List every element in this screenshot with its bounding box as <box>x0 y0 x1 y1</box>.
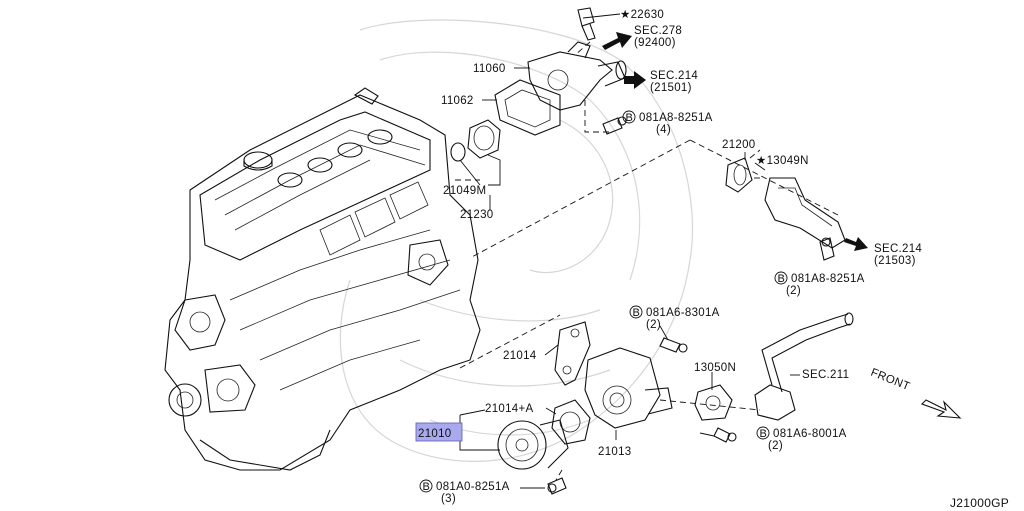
bolt-b4-qty: (2) <box>768 440 783 452</box>
sec278-name[interactable]: SEC.278 <box>634 25 682 37</box>
label-11062[interactable]: 11062 <box>441 95 474 107</box>
label-21230[interactable]: 21230 <box>460 209 493 221</box>
bolt-b5-code[interactable]: 081A0-8251A <box>436 481 510 493</box>
front-arrow-icon <box>921 399 962 419</box>
bolt-b2-symbol: B <box>778 273 786 285</box>
bolt-symbol-b1 <box>622 110 636 124</box>
highlight-21010[interactable] <box>415 422 463 442</box>
label-13049n[interactable]: ★13049N <box>756 155 809 167</box>
bolt-b1-symbol: B <box>626 112 634 124</box>
sec214a-sub: (21501) <box>650 82 692 94</box>
bolt-callouts: B 081A8-8251A (4) B 081A8-8251A (2) B 08… <box>419 110 865 505</box>
water-pump-assembly <box>459 139 854 495</box>
bolt-b3-code[interactable]: 081A6-8301A <box>646 307 720 319</box>
arrow-sec214a <box>624 71 646 89</box>
bolt-b4-symbol: B <box>760 428 768 440</box>
engine-block <box>164 87 481 471</box>
label-22630[interactable]: ★22630 <box>620 9 664 21</box>
section-arrows <box>602 32 962 419</box>
arrow-sec214b <box>844 237 868 251</box>
bolt-b1-code[interactable]: 081A8-8251A <box>639 112 713 124</box>
bolt-b4-code[interactable]: 081A6-8001A <box>773 428 847 440</box>
label-11060[interactable]: 11060 <box>473 63 506 75</box>
bolt-b1-qty: (4) <box>656 124 671 136</box>
sec214b-sub: (21503) <box>874 255 916 267</box>
bolt-symbol-b3 <box>629 305 643 319</box>
bolt-b5-qty: (3) <box>441 493 456 505</box>
sec211-name[interactable]: SEC.211 <box>802 369 849 381</box>
thermostat-housing-upper <box>450 7 691 259</box>
bolt-b2-qty: (2) <box>786 285 801 297</box>
label-21200[interactable]: 21200 <box>722 139 755 151</box>
label-21014a[interactable]: 21014+A <box>485 403 533 415</box>
bolt-symbol-b5 <box>419 479 433 493</box>
diagram-code: J21000GP <box>950 496 1009 510</box>
sec214b-name[interactable]: SEC.214 <box>874 243 922 255</box>
bolt-symbol-b4 <box>756 426 770 440</box>
label-21049m[interactable]: 21049M <box>443 185 486 197</box>
bolt-b3-symbol: B <box>633 307 641 319</box>
sec214a-name[interactable]: SEC.214 <box>650 70 698 82</box>
label-13050n[interactable]: 13050N <box>694 362 736 374</box>
arrow-sec278 <box>602 32 632 50</box>
section-labels: SEC.278 (92400) SEC.214 (21501) SEC.214 … <box>634 25 922 381</box>
label-21014[interactable]: 21014 <box>503 350 537 362</box>
bolt-b2-code[interactable]: 081A8-8251A <box>791 273 865 285</box>
label-21010[interactable]: 21010 <box>418 428 451 440</box>
bolt-symbol-b2 <box>774 271 788 285</box>
label-21013[interactable]: 21013 <box>598 446 631 458</box>
bolt-b5-symbol: B <box>423 481 431 493</box>
front-label: FRONT <box>869 367 912 394</box>
sec278-sub: (92400) <box>634 37 676 49</box>
bolt-b3-qty: (2) <box>646 319 661 331</box>
part-labels: ★22630 11060 11062 21049M 21230 21200 ★1… <box>418 9 809 458</box>
